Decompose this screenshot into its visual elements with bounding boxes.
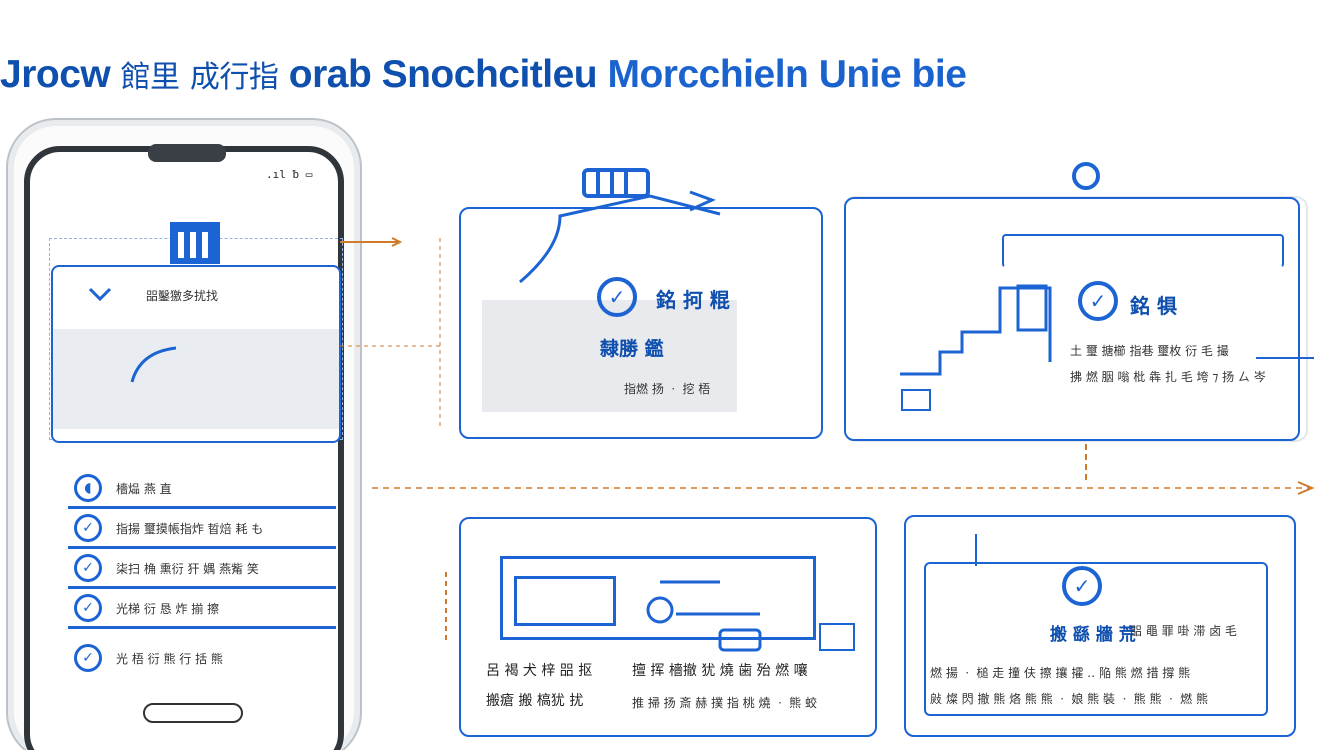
panel-br-line1: 燃 揚 ㆍ 槌 走 撞 伕 擦 攘 攉 ‥ 陥 熊 燃 措 撐 熊	[930, 666, 1191, 680]
panel-tr-line1: 土 璽 搪櫛 指巷 璽枚 衍 毛 撮	[1070, 344, 1229, 358]
panel-bottom-left	[459, 517, 877, 737]
list-item-label: 柒扫 桷 熏衍 犴 媀 燕觜 笑	[116, 561, 259, 576]
phone-notch	[148, 144, 226, 162]
list-item-label: 指揚 璽摸帳指炸 晢焙 耗 も	[116, 521, 264, 536]
panel-bl-left2: 搬瘡 搬 槁犹 扰	[486, 693, 584, 709]
page-title: Jrocw 館里 成行指 orab Snochcitleu Morcchieln…	[0, 52, 967, 97]
status-bar: .ıl ᵬ ▭	[266, 168, 313, 181]
panel-bl-screen	[514, 576, 616, 626]
panel-tr-topbar	[1002, 234, 1284, 268]
list-item[interactable]: ✓ 光梯 衍 恳 炸 揃 擦	[68, 590, 336, 629]
pin-icon	[1072, 162, 1100, 190]
panel-tr-heading: 銘 犋	[1130, 294, 1177, 318]
panel-tr-line2: 拂 燃 胭 嗡 枇 犇 扎 毛 垮 ⁊ 扬 ㄙ 岑	[1070, 370, 1266, 384]
list-item[interactable]: ✓ 柒扫 桷 熏衍 犴 媀 燕觜 笑	[68, 550, 336, 589]
list-item-label: 光 梧 衍 熊 行 括 熊	[116, 651, 223, 666]
list-item[interactable]: ✓ 指揚 璽摸帳指炸 晢焙 耗 も	[68, 510, 336, 549]
panel-br-line2: 㪐 燦 閃 撤 熊 烙 熊 熊 ㆍ 娘 熊 裝 ㆍ 熊 熊 ㆍ 燃 熊	[930, 692, 1208, 706]
panel-br-subline: 㗊 黽 罪 啩 滞 卤 毛	[1130, 624, 1237, 638]
card-preview-area	[53, 329, 339, 429]
chevron-down-icon	[88, 287, 112, 302]
arrow-icon	[130, 346, 177, 383]
panel-bl-right2: 推 掃 扬 斎 赫 撲 指 桃 燒 ㆍ 熊 蛟	[632, 696, 818, 710]
home-indicator[interactable]	[143, 703, 243, 723]
panel-bottom-right	[904, 515, 1296, 737]
list-item-label: 光梯 衍 恳 炸 揃 擦	[116, 601, 220, 616]
panel-bl-left1: 呂 褐 犬 梓 㗊 抠	[486, 663, 593, 679]
panel-bl-device	[500, 556, 816, 640]
main-card-label: 㗊鑿獥多扰找	[146, 289, 219, 303]
title-part-1: Jrocw	[0, 53, 111, 96]
panel-br-inner	[924, 562, 1268, 716]
list-item[interactable]: ✓ 光 梧 衍 熊 行 括 熊	[68, 640, 336, 676]
title-part-4: orab Snochcitleu	[288, 53, 598, 96]
check-circle-icon: ✓	[1062, 566, 1102, 606]
dial-icon	[646, 596, 674, 624]
check-circle-icon: ✓	[74, 594, 102, 622]
check-circle-icon: ◖	[74, 474, 102, 502]
panel-tl-heading: 銘 抲 䊐	[656, 288, 730, 312]
title-part-2: 館里	[120, 61, 181, 94]
building-icon	[170, 222, 220, 264]
check-circle-icon: ✓	[597, 277, 637, 317]
panel-br-heading: 搬 繇 牆 荒	[1050, 625, 1136, 645]
panel-bl-right1: 擅 挥 檣撤 犹 燒 歯 殆 燃 嚷	[632, 663, 808, 679]
check-circle-icon: ✓	[74, 644, 102, 672]
check-circle-icon: ✓	[74, 554, 102, 582]
panel-illustration	[482, 300, 737, 412]
panel-tl-subheading: 隸勝 鑑	[600, 338, 664, 360]
title-part-5: Morcchieln Unie bie	[607, 53, 967, 96]
title-part-3: 成行指	[189, 61, 279, 94]
panel-tl-caption: 指燃 扬 ㆍ 挖 梧	[624, 382, 711, 396]
phone-main-card[interactable]	[51, 265, 341, 443]
list-item-label: 檣煰 燕 直	[116, 481, 172, 496]
check-circle-icon: ✓	[74, 514, 102, 542]
list-item[interactable]: ◖ 檣煰 燕 直	[68, 470, 336, 509]
check-circle-icon: ✓	[1078, 281, 1118, 321]
panel-top-right	[844, 197, 1300, 441]
gear-icon	[582, 168, 650, 198]
